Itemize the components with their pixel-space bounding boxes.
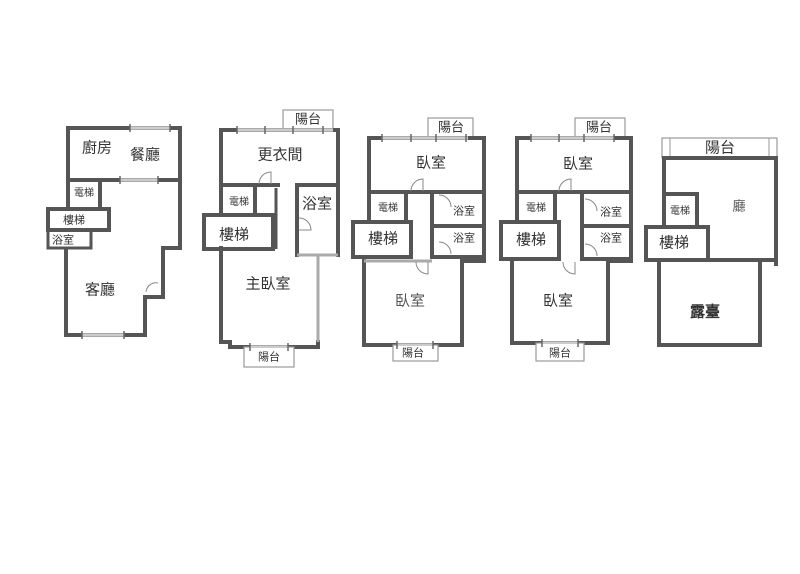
floor-4-bath2-label: 浴室 [600,231,622,245]
floor-5-balcony-top-label: 陽台 [704,138,736,157]
floor-3-elevator-label: 電梯 [378,203,398,214]
floor-5-stairs-label: 樓梯 [658,233,690,252]
floor-3-bath2-label: 浴室 [453,231,475,245]
floor-1-walls [46,124,182,339]
floor-4-walls [499,117,633,362]
floor-5-terrace-label: 露臺 [689,302,721,321]
floor-4-bath1-label: 浴室 [600,205,622,219]
floor-3-balcony-bottom-label: 陽台 [402,346,424,360]
floor-3-bedroom-top-label: 臥室 [415,153,447,172]
floor-1-stairs-label: 樓梯 [63,213,85,227]
floor-1-dining-label: 餐廳 [129,145,161,164]
floor-4-stairs-label: 樓梯 [515,230,547,249]
floor-2-balcony-bottom-label: 陽台 [258,350,280,364]
floor-2-bath-label: 浴室 [301,194,333,213]
floor-2-closet-label: 更衣間 [257,145,303,164]
floor-1-living-label: 客廳 [84,280,116,299]
floor-5-hall-label: 廳 [732,199,746,215]
floor-3-bath1-label: 浴室 [453,204,475,218]
floor-1-kitchen-label: 廚房 [81,138,113,157]
floor-2-walls [202,109,340,368]
floor-3-stairs-label: 樓梯 [367,229,399,248]
floor-4-elevator-label: 電梯 [526,203,546,214]
floor-3-bedroom-bottom-label: 臥室 [394,291,426,310]
floor-1-bath-label: 浴室 [52,233,74,247]
floor-5-walls [644,137,778,347]
floor-2-stairs-label: 樓梯 [218,225,250,244]
floor-3-balcony-top-label: 陽台 [437,120,465,136]
floor-4-balcony-top-label: 陽台 [585,120,613,136]
floor-4-bedroom-bottom-label: 臥室 [542,291,574,310]
floor-2-master-bedroom-label: 主臥室 [245,274,291,293]
floor-3-walls [351,117,486,362]
floor-2-balcony-top-label: 陽台 [294,112,322,128]
floor-2-elevator-label: 電梯 [229,197,249,208]
floor-4-bedroom-top-label: 臥室 [562,154,594,173]
floor-4-balcony-bottom-label: 陽台 [549,346,571,360]
floor-1-elevator-label: 電梯 [74,188,94,199]
floor-5-elevator-label: 電梯 [670,206,690,217]
